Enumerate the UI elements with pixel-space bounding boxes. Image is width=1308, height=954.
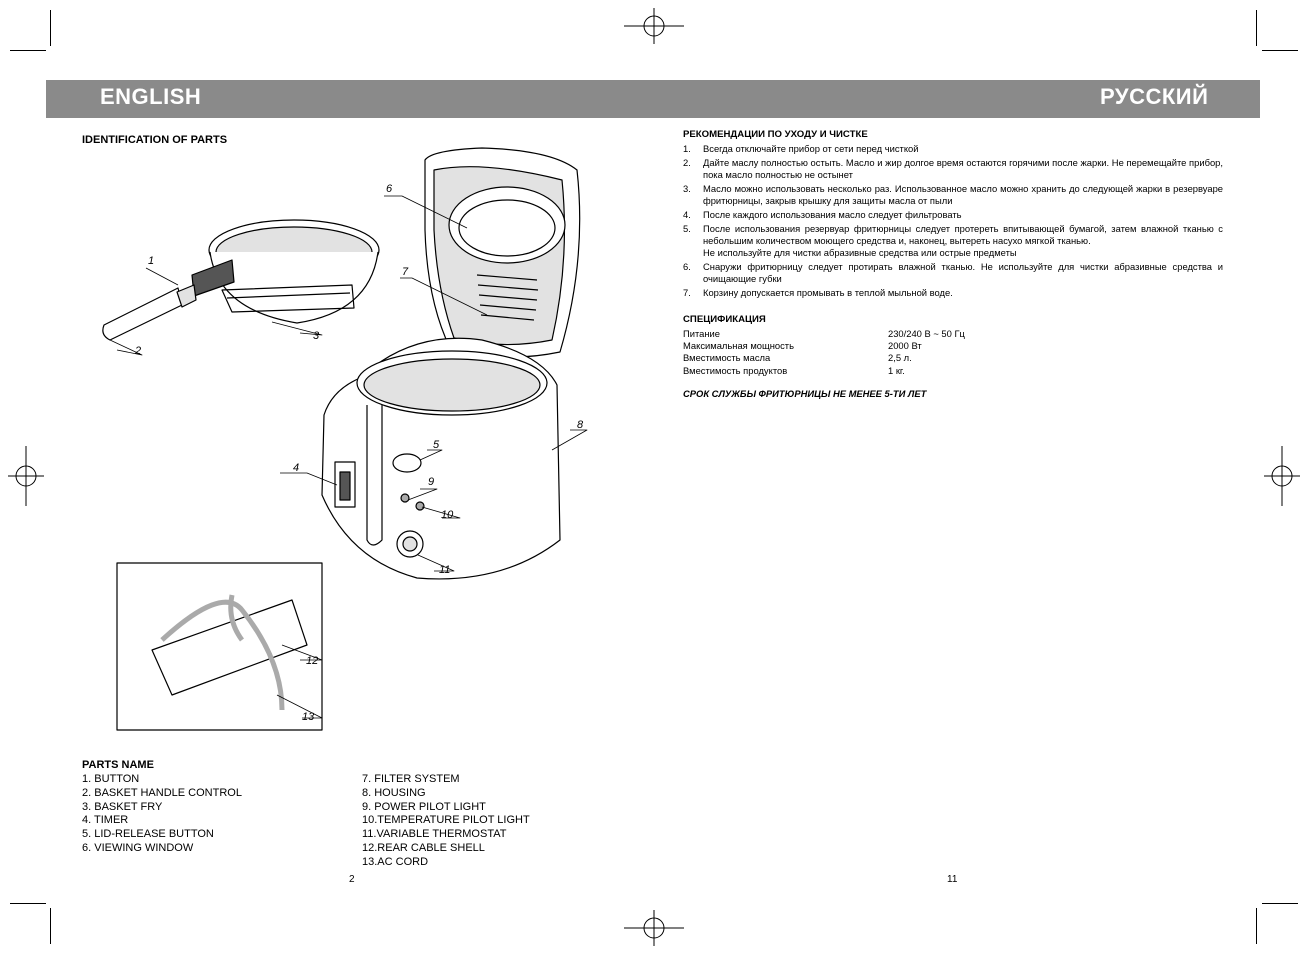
care-item-note: Не используйте для чистки абразивные сре… (703, 247, 1017, 259)
care-item-number: 6. (683, 261, 691, 273)
spec-label: Максимальная мощность (683, 340, 794, 352)
parts-list-right: 7. FILTER SYSTEM 8. HOUSING 9. POWER PIL… (362, 773, 530, 870)
part-item: 12.REAR CABLE SHELL (362, 841, 485, 854)
identification-title: IDENTIFICATION OF PARTS (82, 134, 228, 146)
spec-table: Питание 230/240 В ~ 50 Гц Максимальная мо… (683, 328, 965, 377)
spec-label: Вместимость масла (683, 352, 771, 364)
registration-mark-bottom (624, 910, 684, 946)
care-item-number: 7. (683, 287, 691, 299)
callout-1: 1 (148, 255, 154, 267)
housing-drawing (321, 337, 561, 580)
part-item: 11.VARIABLE THERMOSTAT (362, 828, 507, 841)
part-item: 4. TIMER (82, 814, 129, 827)
lid-drawing (424, 147, 581, 358)
care-item-number: 5. (683, 222, 691, 234)
spec-title: СПЕЦИФИКАЦИЯ (683, 314, 766, 325)
part-item: 10.TEMPERATURE PILOT LIGHT (362, 814, 530, 827)
leader-lines (109, 195, 588, 719)
header-title-russian: РУССКИЙ (1100, 84, 1209, 109)
parts-name-title: PARTS NAME (82, 759, 154, 771)
registration-mark-left (8, 446, 44, 506)
spec-value: 2,5 л. (888, 352, 912, 364)
care-item-number: 1. (683, 143, 691, 154)
registration-mark-right (1264, 446, 1300, 506)
care-item: 6. Снаружи фритюрницу следует протирать в… (683, 261, 1223, 286)
part-item: 9. POWER PILOT LIGHT (362, 800, 486, 813)
callout-2: 2 (134, 345, 141, 357)
care-item-text: Снаружи фритюрницу следует протирать вла… (703, 261, 1223, 285)
part-item: 3. BASKET FRY (82, 800, 163, 813)
care-item-number: 2. (683, 156, 691, 168)
care-item-text: После каждого использования масло следуе… (703, 208, 962, 220)
registration-mark-top (624, 8, 684, 44)
callout-10: 10 (441, 509, 454, 521)
part-item: 7. FILTER SYSTEM (362, 773, 460, 785)
callout-9: 9 (428, 476, 434, 488)
spec-row: Питание 230/240 В ~ 50 Гц (683, 328, 965, 340)
spec-row: Вместимость продуктов 1 кг. (683, 365, 965, 377)
service-life-note: СРОК СЛУЖБЫ ФРИТЮРНИЦЫ НЕ МЕНЕЕ 5-ТИ ЛЕТ (683, 388, 927, 399)
part-item: 1. BUTTON (82, 773, 140, 785)
inset-drawing (116, 562, 323, 731)
page-number-left: 2 (349, 874, 355, 885)
header-bar (46, 80, 1260, 118)
care-item-text: Корзину допускается промывать в теплой м… (703, 287, 953, 299)
spec-value: 230/240 В ~ 50 Гц (888, 328, 965, 339)
callout-3: 3 (313, 330, 320, 342)
fryer-parts-illustration: 1 2 3 4 5 6 7 8 9 10 11 12 13 (102, 147, 588, 731)
spec-value: 1 кг. (888, 364, 905, 376)
care-item-text: После использования резервуар фритюрницы… (703, 222, 1223, 247)
care-item-text: Всегда отключайте прибор от сети перед ч… (703, 143, 919, 154)
part-item: 2. BASKET HANDLE CONTROL (82, 786, 242, 799)
part-item: 6. VIEWING WINDOW (82, 841, 194, 854)
care-item: 5. После использования резервуар фритюрни… (683, 223, 1223, 260)
spec-row: Вместимость масла 2,5 л. (683, 352, 965, 364)
part-item: 5. LID-RELEASE BUTTON (82, 828, 214, 841)
care-item: 3. Масло можно использовать несколько раз… (683, 183, 1223, 208)
care-item-text: Дайте маслу полностью остыть. Масло и жи… (703, 156, 1223, 181)
callout-8: 8 (577, 419, 584, 431)
care-item-number: 4. (683, 208, 691, 220)
care-item-number: 3. (683, 182, 691, 194)
part-item: 8. HOUSING (362, 786, 426, 799)
callout-11: 11 (439, 564, 450, 576)
page-number-right: 11 (947, 874, 958, 885)
parts-list-left: 1. BUTTON 2. BASKET HANDLE CONTROL 3. BA… (82, 773, 242, 856)
callout-12: 12 (306, 655, 318, 667)
spec-label: Питание (683, 328, 721, 339)
header-title-english: ENGLISH (100, 84, 202, 109)
callout-4: 4 (293, 462, 299, 474)
care-item: 4. После каждого использования масло след… (683, 209, 1223, 221)
callout-13: 13 (302, 711, 315, 723)
part-item: 13.AC CORD (362, 855, 429, 868)
spec-label: Вместимость продуктов (683, 364, 788, 376)
care-item-text: Масло можно использовать несколько раз. … (703, 182, 1223, 207)
callout-7: 7 (402, 266, 409, 278)
care-title: РЕКОМЕНДАЦИИ ПО УХОДУ И ЧИСТКЕ (683, 129, 868, 140)
callout-6: 6 (386, 183, 393, 195)
spec-row: Максимальная мощность 2000 Вт (683, 340, 965, 352)
care-list: 1. Всегда отключайте прибор от сети перед… (683, 143, 1223, 301)
callout-5: 5 (433, 439, 440, 451)
spec-value: 2000 Вт (888, 340, 922, 352)
care-item: 2. Дайте маслу полностью остыть. Масло и … (683, 157, 1223, 182)
care-item: 1. Всегда отключайте прибор от сети перед… (683, 143, 1223, 155)
care-item: 7. Корзину допускается промывать в теплой… (683, 287, 1223, 299)
basket-drawing (102, 219, 380, 341)
